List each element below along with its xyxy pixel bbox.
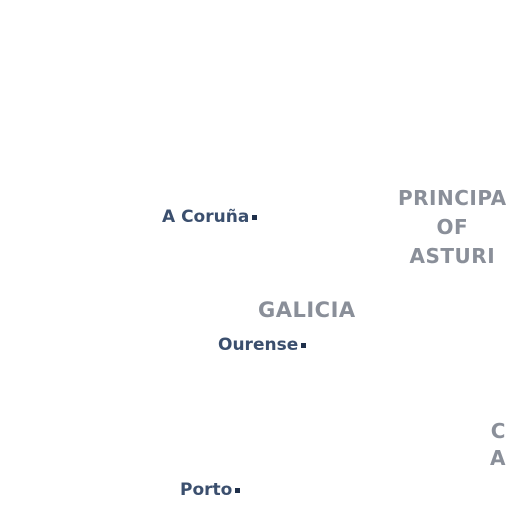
city-coruna[interactable]: A Coruña bbox=[162, 207, 258, 227]
region-label-asturias: PRINCIPA OF ASTURI bbox=[398, 184, 507, 271]
region-label-partial-line1: C bbox=[490, 419, 506, 443]
city-marker-icon bbox=[235, 487, 241, 493]
city-marker-icon bbox=[301, 342, 307, 348]
region-label-asturias-line2: OF bbox=[436, 215, 469, 239]
region-label-asturias-line1: PRINCIPA bbox=[398, 186, 507, 210]
region-label-asturias-line3: ASTURI bbox=[409, 244, 496, 268]
city-label-ourense: Ourense bbox=[218, 335, 299, 355]
region-label-partial: C A bbox=[490, 418, 506, 472]
region-label-galicia: GALICIA bbox=[258, 298, 356, 322]
region-label-partial-line2: A bbox=[490, 446, 506, 470]
city-marker-icon bbox=[252, 214, 258, 220]
city-label-coruna: A Coruña bbox=[162, 207, 250, 227]
city-label-porto: Porto bbox=[180, 480, 233, 500]
city-porto[interactable]: Porto bbox=[180, 480, 241, 500]
city-ourense[interactable]: Ourense bbox=[218, 335, 307, 355]
